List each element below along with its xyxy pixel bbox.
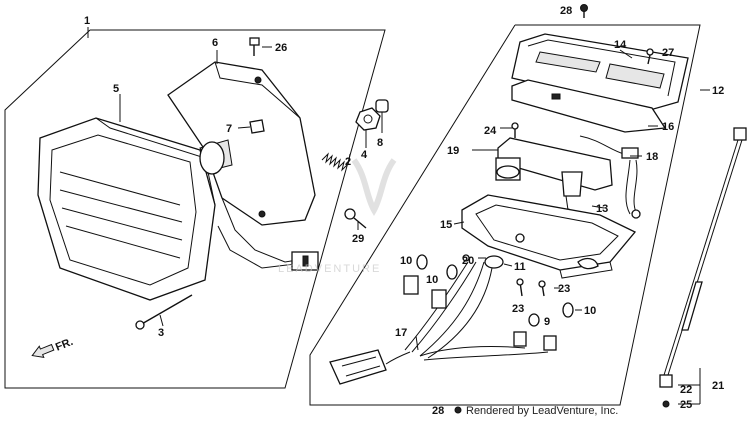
socket-9a <box>513 313 540 347</box>
headlight-unit <box>37 117 319 301</box>
callout-labels: 1 2 3 4 5 6 7 8 9 10 10 10 11 12 13 14 1… <box>84 5 724 411</box>
meter-group-outline <box>309 24 701 406</box>
callout-20: 20 <box>462 255 474 267</box>
headlight-group-outline <box>4 29 386 389</box>
callout-14: 14 <box>614 39 627 51</box>
left-leaders <box>87 27 383 327</box>
bulb-10c <box>562 302 574 318</box>
bolt-29 <box>344 208 367 229</box>
bolt-28-top <box>580 4 588 18</box>
callout-2: 2 <box>345 156 351 168</box>
spring-2 <box>321 152 349 172</box>
screw-23b <box>538 280 546 297</box>
callout-13: 13 <box>596 203 608 215</box>
callout-27: 27 <box>662 47 674 59</box>
washer-7 <box>249 119 265 134</box>
screw-20 <box>462 254 470 262</box>
meter-cover <box>511 79 667 133</box>
callout-23a: 23 <box>558 283 570 295</box>
callout-22: 22 <box>680 384 692 396</box>
bulb-10a <box>416 254 428 270</box>
callout-28-top: 28 <box>560 5 572 17</box>
grommet-11 <box>484 255 504 269</box>
wire-18 <box>579 135 641 219</box>
screw-27 <box>646 48 654 65</box>
right-leaders <box>415 49 710 405</box>
bulb-10b <box>446 264 458 280</box>
meter-case-top <box>511 33 689 111</box>
front-direction-label: FR. <box>54 336 75 354</box>
callout-1: 1 <box>84 15 90 27</box>
screw-23a <box>516 278 524 297</box>
wire-harness <box>329 261 549 385</box>
watermark: LEADVENTURE <box>278 158 397 275</box>
callout-23b: 23 <box>512 303 524 315</box>
callout-3: 3 <box>158 327 164 339</box>
callout-10a: 10 <box>400 255 412 267</box>
callout-9: 9 <box>544 316 550 328</box>
callout-8: 8 <box>377 137 383 149</box>
callout-25: 25 <box>680 399 692 411</box>
callout-26: 26 <box>275 42 287 54</box>
bolt-26 <box>249 37 260 56</box>
callout-7: 7 <box>226 123 232 135</box>
callout-6: 6 <box>212 37 218 49</box>
callout-17: 17 <box>395 327 407 339</box>
watermark-text: LEADVENTURE <box>278 263 381 275</box>
callout-10c: 10 <box>584 305 596 317</box>
socket-9b <box>543 335 557 351</box>
callout-21: 21 <box>712 380 724 392</box>
callout-5: 5 <box>113 83 119 95</box>
callout-4: 4 <box>361 149 368 161</box>
callout-24: 24 <box>484 125 497 137</box>
screw-24 <box>511 122 519 138</box>
bolt-28-bottom <box>454 406 462 414</box>
callout-28-bottom: 28 <box>432 405 444 417</box>
nut-8 <box>375 99 389 113</box>
nut-4 <box>355 107 381 131</box>
front-direction-marker: FR. <box>31 336 75 359</box>
callout-11: 11 <box>514 261 526 273</box>
footer-credit: Rendered by LeadVenture, Inc. <box>466 405 618 417</box>
callout-18: 18 <box>646 151 658 163</box>
callout-19: 19 <box>447 145 459 157</box>
meter-case-bottom <box>461 194 637 279</box>
callout-12: 12 <box>712 85 724 97</box>
screw-3 <box>135 294 193 330</box>
meter-cable <box>659 127 747 408</box>
callout-10b: 10 <box>426 274 438 286</box>
footer: 28 Rendered by LeadVenture, Inc. <box>432 405 618 417</box>
callout-29: 29 <box>352 233 364 245</box>
callout-16: 16 <box>662 121 674 133</box>
callout-15: 15 <box>440 219 452 231</box>
